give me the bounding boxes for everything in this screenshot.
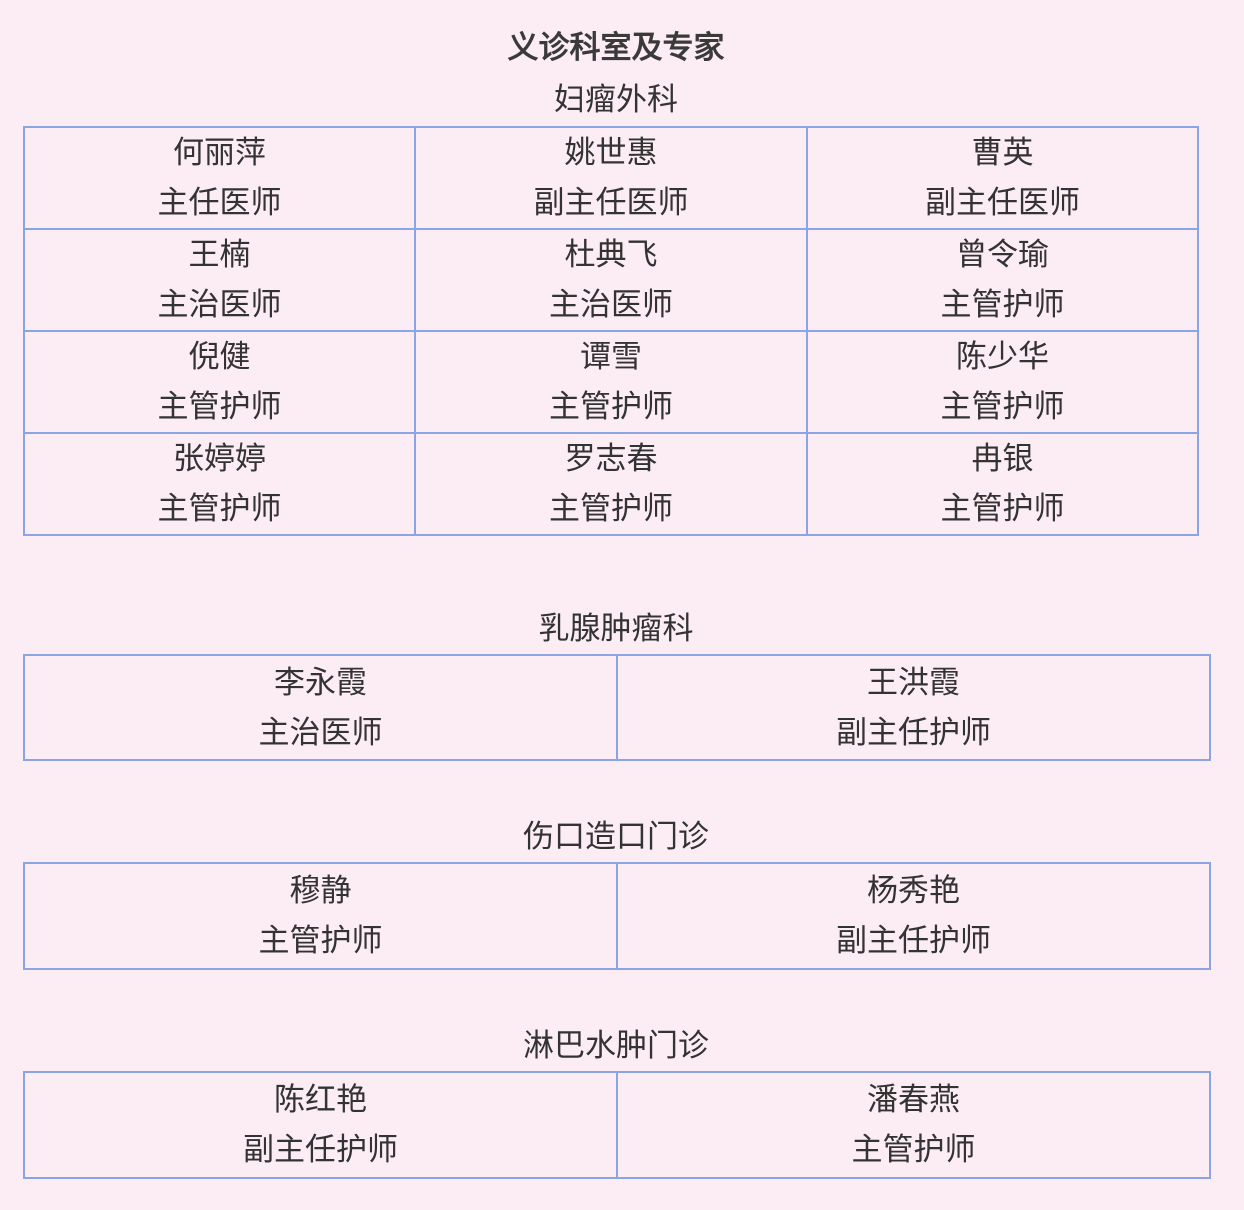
expert-title: 主治医师	[258, 714, 383, 751]
expert-cell: 冉银主管护师	[806, 432, 1199, 536]
expert-cell: 姚世惠副主任医师	[414, 126, 808, 230]
expert-name: 谭雪	[580, 339, 642, 375]
dept-table-lymphedema-clinic: 陈红艳副主任护师 潘春燕主管护师	[23, 1071, 1211, 1179]
expert-title: 主任医师	[157, 185, 282, 221]
expert-name: 穆静	[289, 873, 352, 909]
expert-name: 杨秀艳	[867, 873, 960, 909]
dept-table-breast-oncology: 李永霞主治医师 王洪霞副主任护师	[23, 654, 1211, 761]
expert-cell: 王楠主治医师	[23, 228, 416, 332]
table-row: 张婷婷主管护师 罗志春主管护师 冉银主管护师	[23, 432, 1199, 536]
expert-cell: 杜典飞主治医师	[414, 228, 808, 332]
expert-cell: 潘春燕主管护师	[616, 1071, 1211, 1179]
page-title: 义诊科室及专家	[507, 30, 725, 66]
expert-cell: 李永霞主治医师	[23, 654, 618, 761]
expert-cell: 陈少华主管护师	[806, 330, 1199, 434]
dept-table-wound-ostomy-clinic: 穆静主管护师 杨秀艳副主任护师	[23, 862, 1211, 970]
expert-cell: 谭雪主管护师	[414, 330, 808, 434]
table-row: 陈红艳副主任护师 潘春燕主管护师	[23, 1071, 1211, 1179]
expert-name: 张婷婷	[173, 441, 266, 477]
expert-name: 陈少华	[956, 339, 1049, 375]
expert-cell: 陈红艳副主任护师	[23, 1071, 618, 1179]
expert-name: 何丽萍	[173, 135, 266, 171]
expert-title: 主管护师	[157, 491, 282, 527]
dept-title-breast-oncology: 乳腺肿瘤科	[538, 611, 694, 647]
expert-name: 罗志春	[564, 441, 658, 477]
expert-title: 副主任护师	[836, 714, 991, 751]
table-row: 王楠主治医师 杜典飞主治医师 曾令瑜主管护师	[23, 228, 1199, 332]
expert-name: 姚世惠	[564, 135, 658, 171]
expert-title: 副主任护师	[836, 923, 991, 959]
expert-title: 主治医师	[157, 287, 282, 323]
expert-name: 潘春燕	[867, 1082, 960, 1118]
expert-title: 主管护师	[940, 287, 1065, 323]
expert-name: 曹英	[971, 135, 1034, 171]
expert-title: 主管护师	[157, 389, 282, 425]
expert-cell: 罗志春主管护师	[414, 432, 808, 536]
dept-title-wound-ostomy-clinic: 伤口造口门诊	[523, 819, 709, 855]
expert-name: 陈红艳	[274, 1082, 367, 1118]
table-row: 倪健主管护师 谭雪主管护师 陈少华主管护师	[23, 330, 1199, 434]
expert-title: 副主任护师	[243, 1132, 398, 1168]
expert-title: 主治医师	[549, 287, 673, 323]
expert-cell: 杨秀艳副主任护师	[616, 862, 1211, 970]
expert-cell: 穆静主管护师	[23, 862, 618, 970]
expert-cell: 王洪霞副主任护师	[616, 654, 1211, 761]
dept-title-lymphedema-clinic: 淋巴水肿门诊	[523, 1028, 709, 1064]
expert-name: 李永霞	[274, 664, 367, 701]
expert-cell: 张婷婷主管护师	[23, 432, 416, 536]
expert-title: 主管护师	[549, 491, 673, 527]
expert-name: 倪健	[188, 339, 251, 375]
expert-title: 主管护师	[549, 389, 673, 425]
expert-title: 副主任医师	[925, 185, 1080, 221]
expert-name: 王楠	[188, 237, 251, 273]
expert-name: 冉银	[971, 441, 1034, 477]
expert-cell: 曹英副主任医师	[806, 126, 1199, 230]
expert-title: 主管护师	[851, 1132, 976, 1168]
expert-title: 副主任医师	[533, 185, 689, 221]
dept-table-gynecologic-oncology: 何丽萍主任医师 姚世惠副主任医师 曹英副主任医师 王楠主治医师 杜典飞主治医师 …	[23, 126, 1199, 536]
expert-name: 杜典飞	[564, 237, 658, 273]
expert-title: 主管护师	[258, 923, 383, 959]
table-row: 李永霞主治医师 王洪霞副主任护师	[23, 654, 1211, 761]
expert-title: 主管护师	[940, 389, 1065, 425]
expert-name: 王洪霞	[867, 664, 960, 701]
table-row: 穆静主管护师 杨秀艳副主任护师	[23, 862, 1211, 970]
expert-cell: 曾令瑜主管护师	[806, 228, 1199, 332]
expert-cell: 何丽萍主任医师	[23, 126, 416, 230]
dept-title-gynecologic-oncology: 妇瘤外科	[554, 82, 678, 118]
expert-name: 曾令瑜	[956, 237, 1049, 273]
expert-title: 主管护师	[940, 491, 1065, 527]
expert-cell: 倪健主管护师	[23, 330, 416, 434]
table-row: 何丽萍主任医师 姚世惠副主任医师 曹英副主任医师	[23, 126, 1199, 230]
